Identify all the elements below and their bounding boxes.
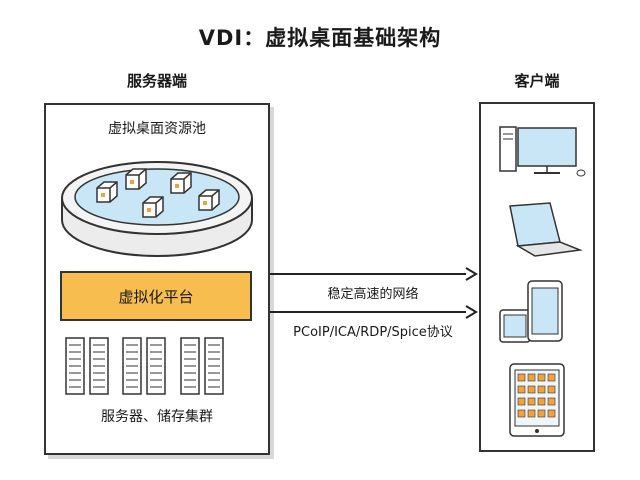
server-rack-icon — [122, 337, 142, 395]
network-label: 稳定高速的网络 — [327, 287, 419, 302]
server-rack-icon — [204, 337, 224, 395]
server-rack-icon — [65, 337, 85, 395]
tablet-icon — [509, 363, 565, 437]
server-rack-icon — [89, 337, 109, 395]
cube-icon — [170, 172, 192, 194]
virtual-desktop-cubes — [96, 168, 220, 218]
server-rack-icon — [146, 337, 166, 395]
cube-icon — [142, 196, 164, 218]
desktop-pool-label: 虚拟桌面资源池 — [108, 121, 206, 137]
laptop-icon — [509, 202, 583, 257]
diagram-title: VDI：虚拟桌面基础架构 — [198, 26, 442, 50]
virtualization-platform-box: 虚拟化平台 — [60, 271, 252, 321]
server-side-label: 服务器端 — [126, 72, 187, 90]
cube-icon — [125, 168, 147, 190]
cube-icon — [96, 181, 118, 203]
virtualization-platform-label: 虚拟化平台 — [118, 287, 194, 306]
protocols-label: PCoIP/ICA/RDP/Spice协议 — [293, 325, 453, 340]
server-rack-icons — [65, 337, 224, 395]
server-storage-cluster-label: 服务器、储存集群 — [101, 409, 213, 425]
client-side-label: 客户端 — [514, 72, 560, 90]
cube-icon — [198, 189, 220, 211]
network-arrows — [270, 267, 478, 319]
desktop-computer-icon — [499, 126, 586, 177]
smartphone-icon — [499, 280, 563, 343]
server-rack-icon — [180, 337, 200, 395]
